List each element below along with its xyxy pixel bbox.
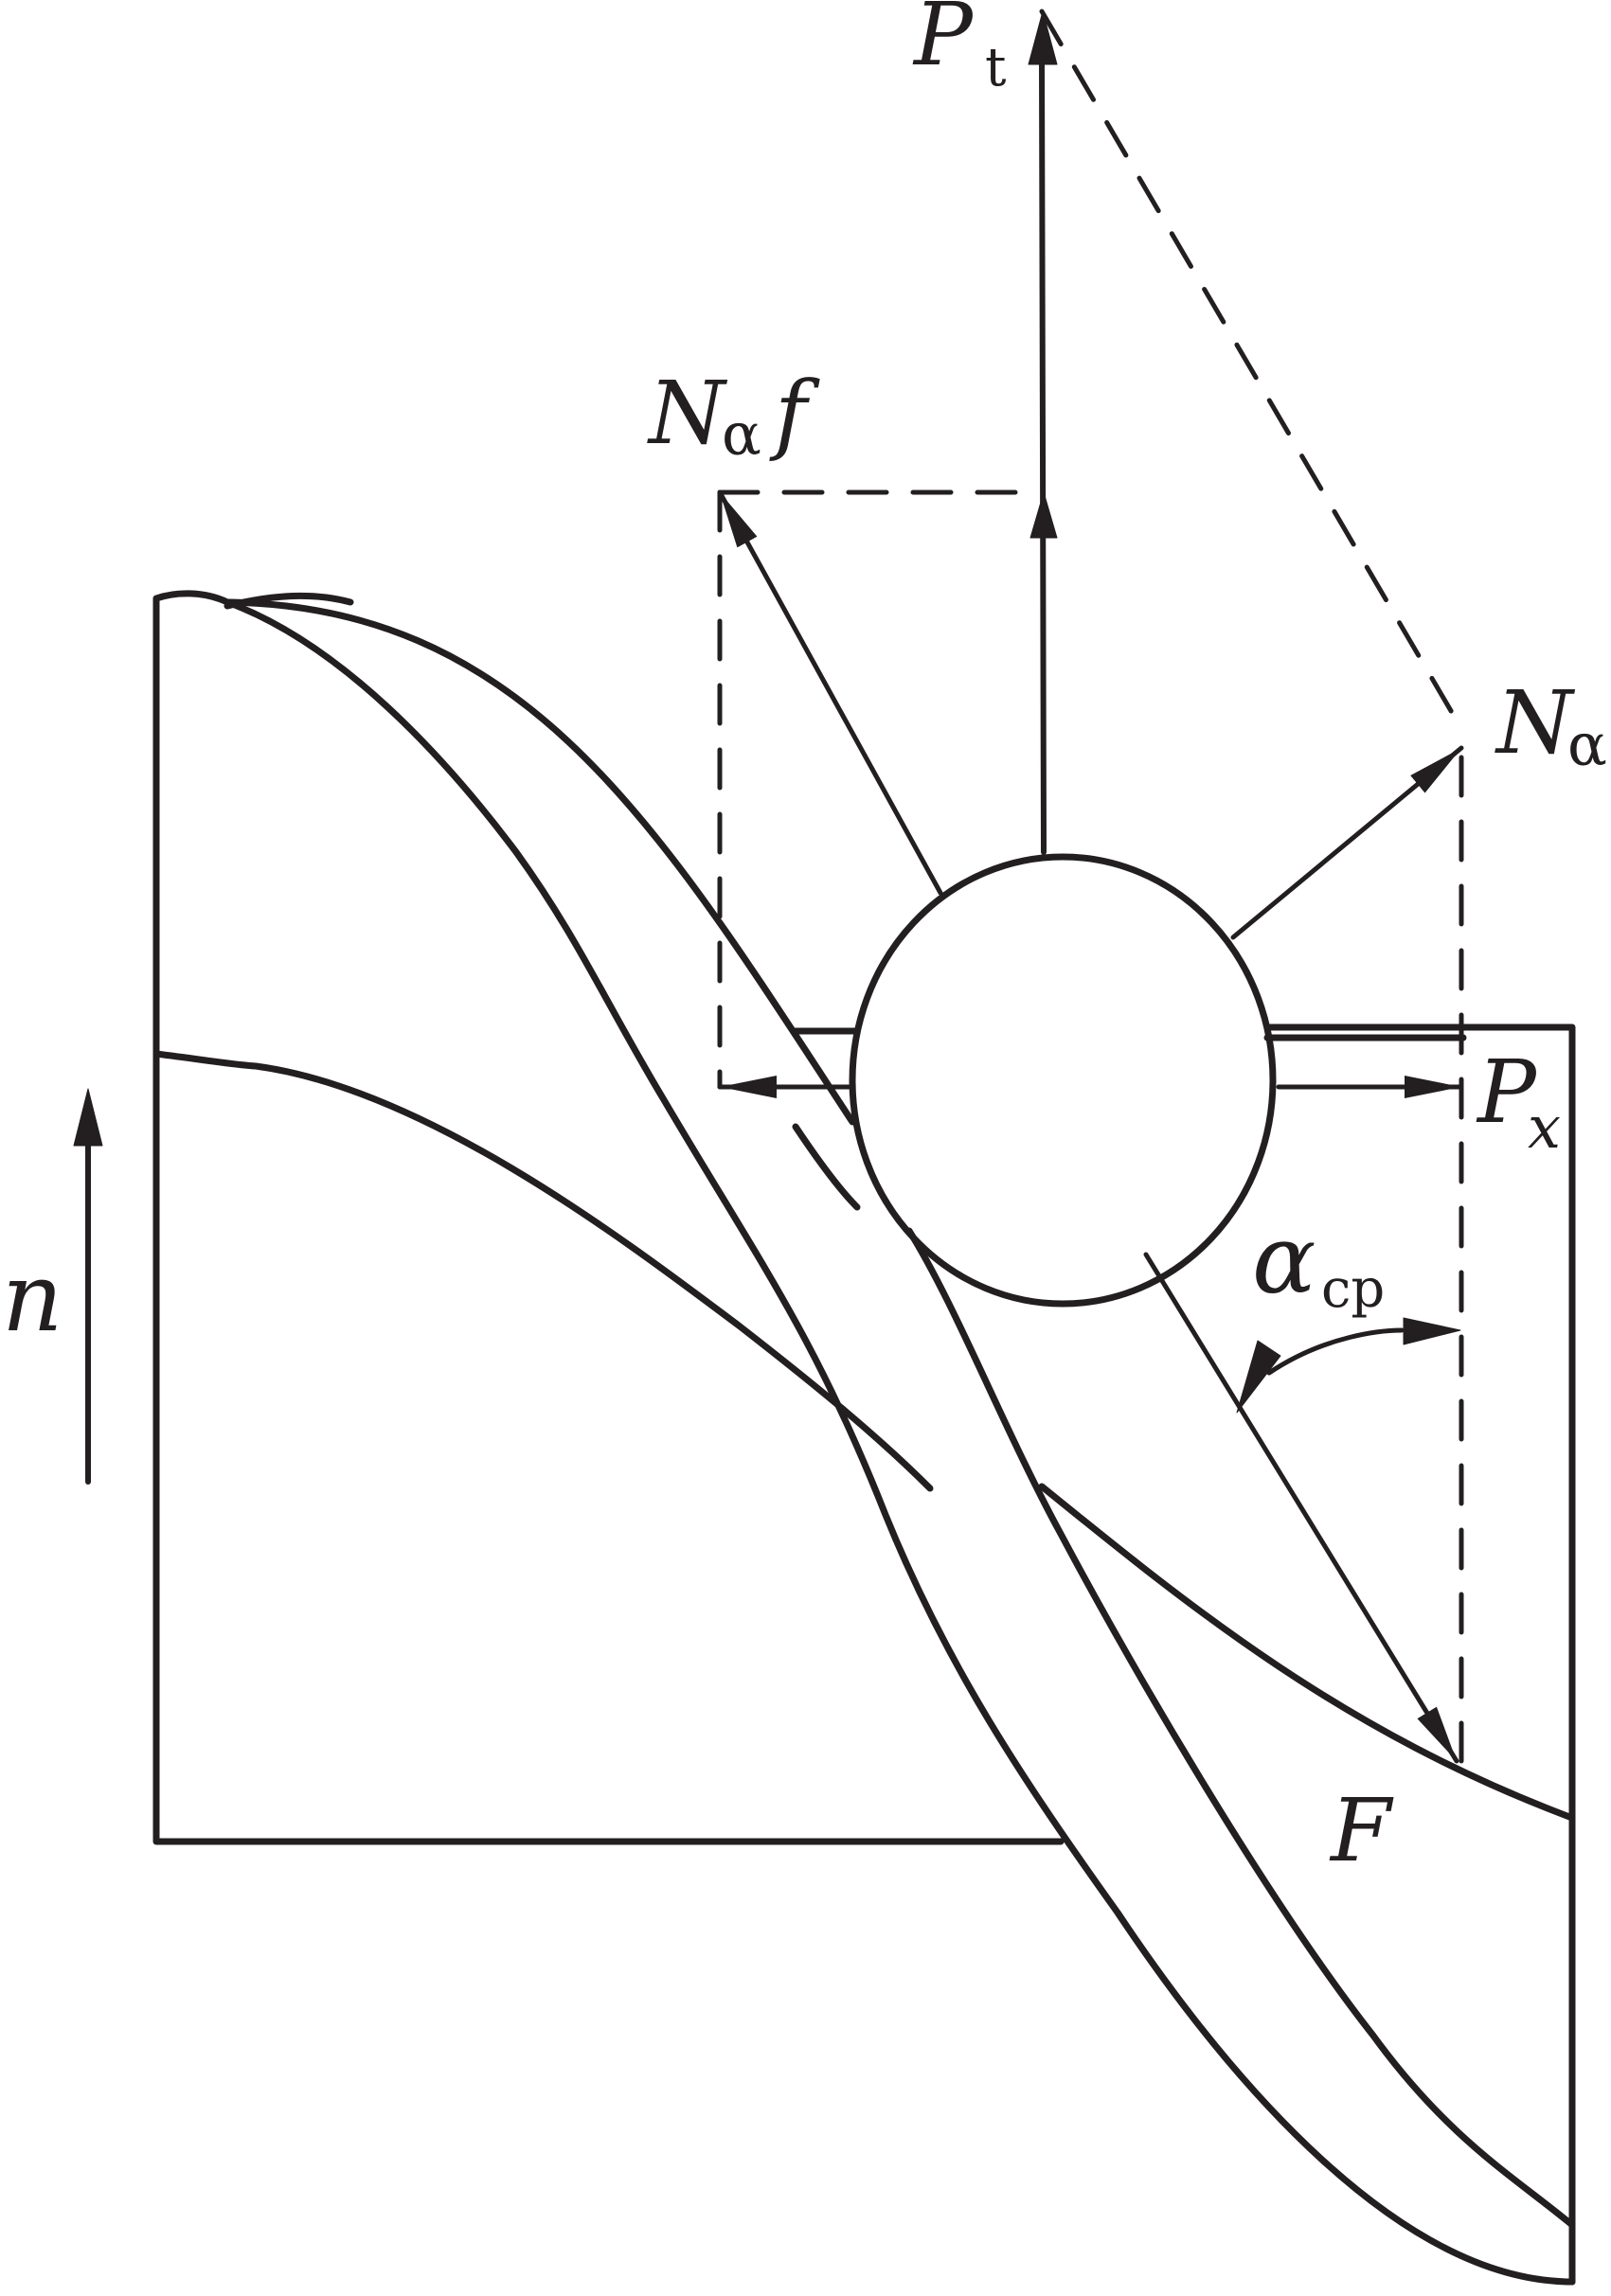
cam-curve-mid bbox=[792, 1123, 861, 1211]
cam-curve-outer bbox=[224, 598, 856, 1126]
acp-arrowhead-right bbox=[1403, 1317, 1461, 1345]
na-n-label: N bbox=[1495, 672, 1576, 774]
f-label: F bbox=[1329, 1780, 1394, 1881]
acp-label: α bbox=[1252, 1204, 1316, 1315]
cam-curve-right bbox=[1038, 1483, 1576, 1822]
ball bbox=[849, 853, 1277, 1308]
na-alpha-label: α bbox=[1567, 710, 1607, 779]
dashed-construction bbox=[717, 9, 1466, 1764]
px-sub-label: x bbox=[1528, 1093, 1561, 1162]
naf-n-label: N bbox=[647, 363, 728, 464]
acp-arrowhead-left bbox=[1236, 1340, 1281, 1414]
pt-label: P bbox=[912, 0, 975, 85]
acp-arc bbox=[1266, 1327, 1405, 1376]
right-block-frame bbox=[1265, 1023, 1576, 2286]
na-vector bbox=[1230, 745, 1464, 940]
cam-curve-2 bbox=[905, 1227, 1576, 2229]
cam-curve-inner bbox=[152, 1050, 934, 1492]
acp-sub-label: cp bbox=[1321, 1258, 1385, 1320]
rotation-arrowhead bbox=[73, 1088, 103, 1147]
naf-alpha-label: α bbox=[722, 400, 761, 469]
naf-f-label: f bbox=[769, 363, 820, 464]
pt-vector-line bbox=[1039, 54, 1047, 855]
px-label: P bbox=[1476, 1041, 1538, 1143]
cam-curve-1 bbox=[224, 598, 1576, 2286]
naf-vector bbox=[717, 489, 943, 896]
n-label: n bbox=[2, 1242, 63, 1353]
pt-sub-label: t bbox=[985, 37, 1007, 98]
f-vector bbox=[1143, 1252, 1459, 1764]
pt-arrowhead-top bbox=[1028, 10, 1058, 65]
pt-arrowhead-mid bbox=[1029, 491, 1058, 539]
